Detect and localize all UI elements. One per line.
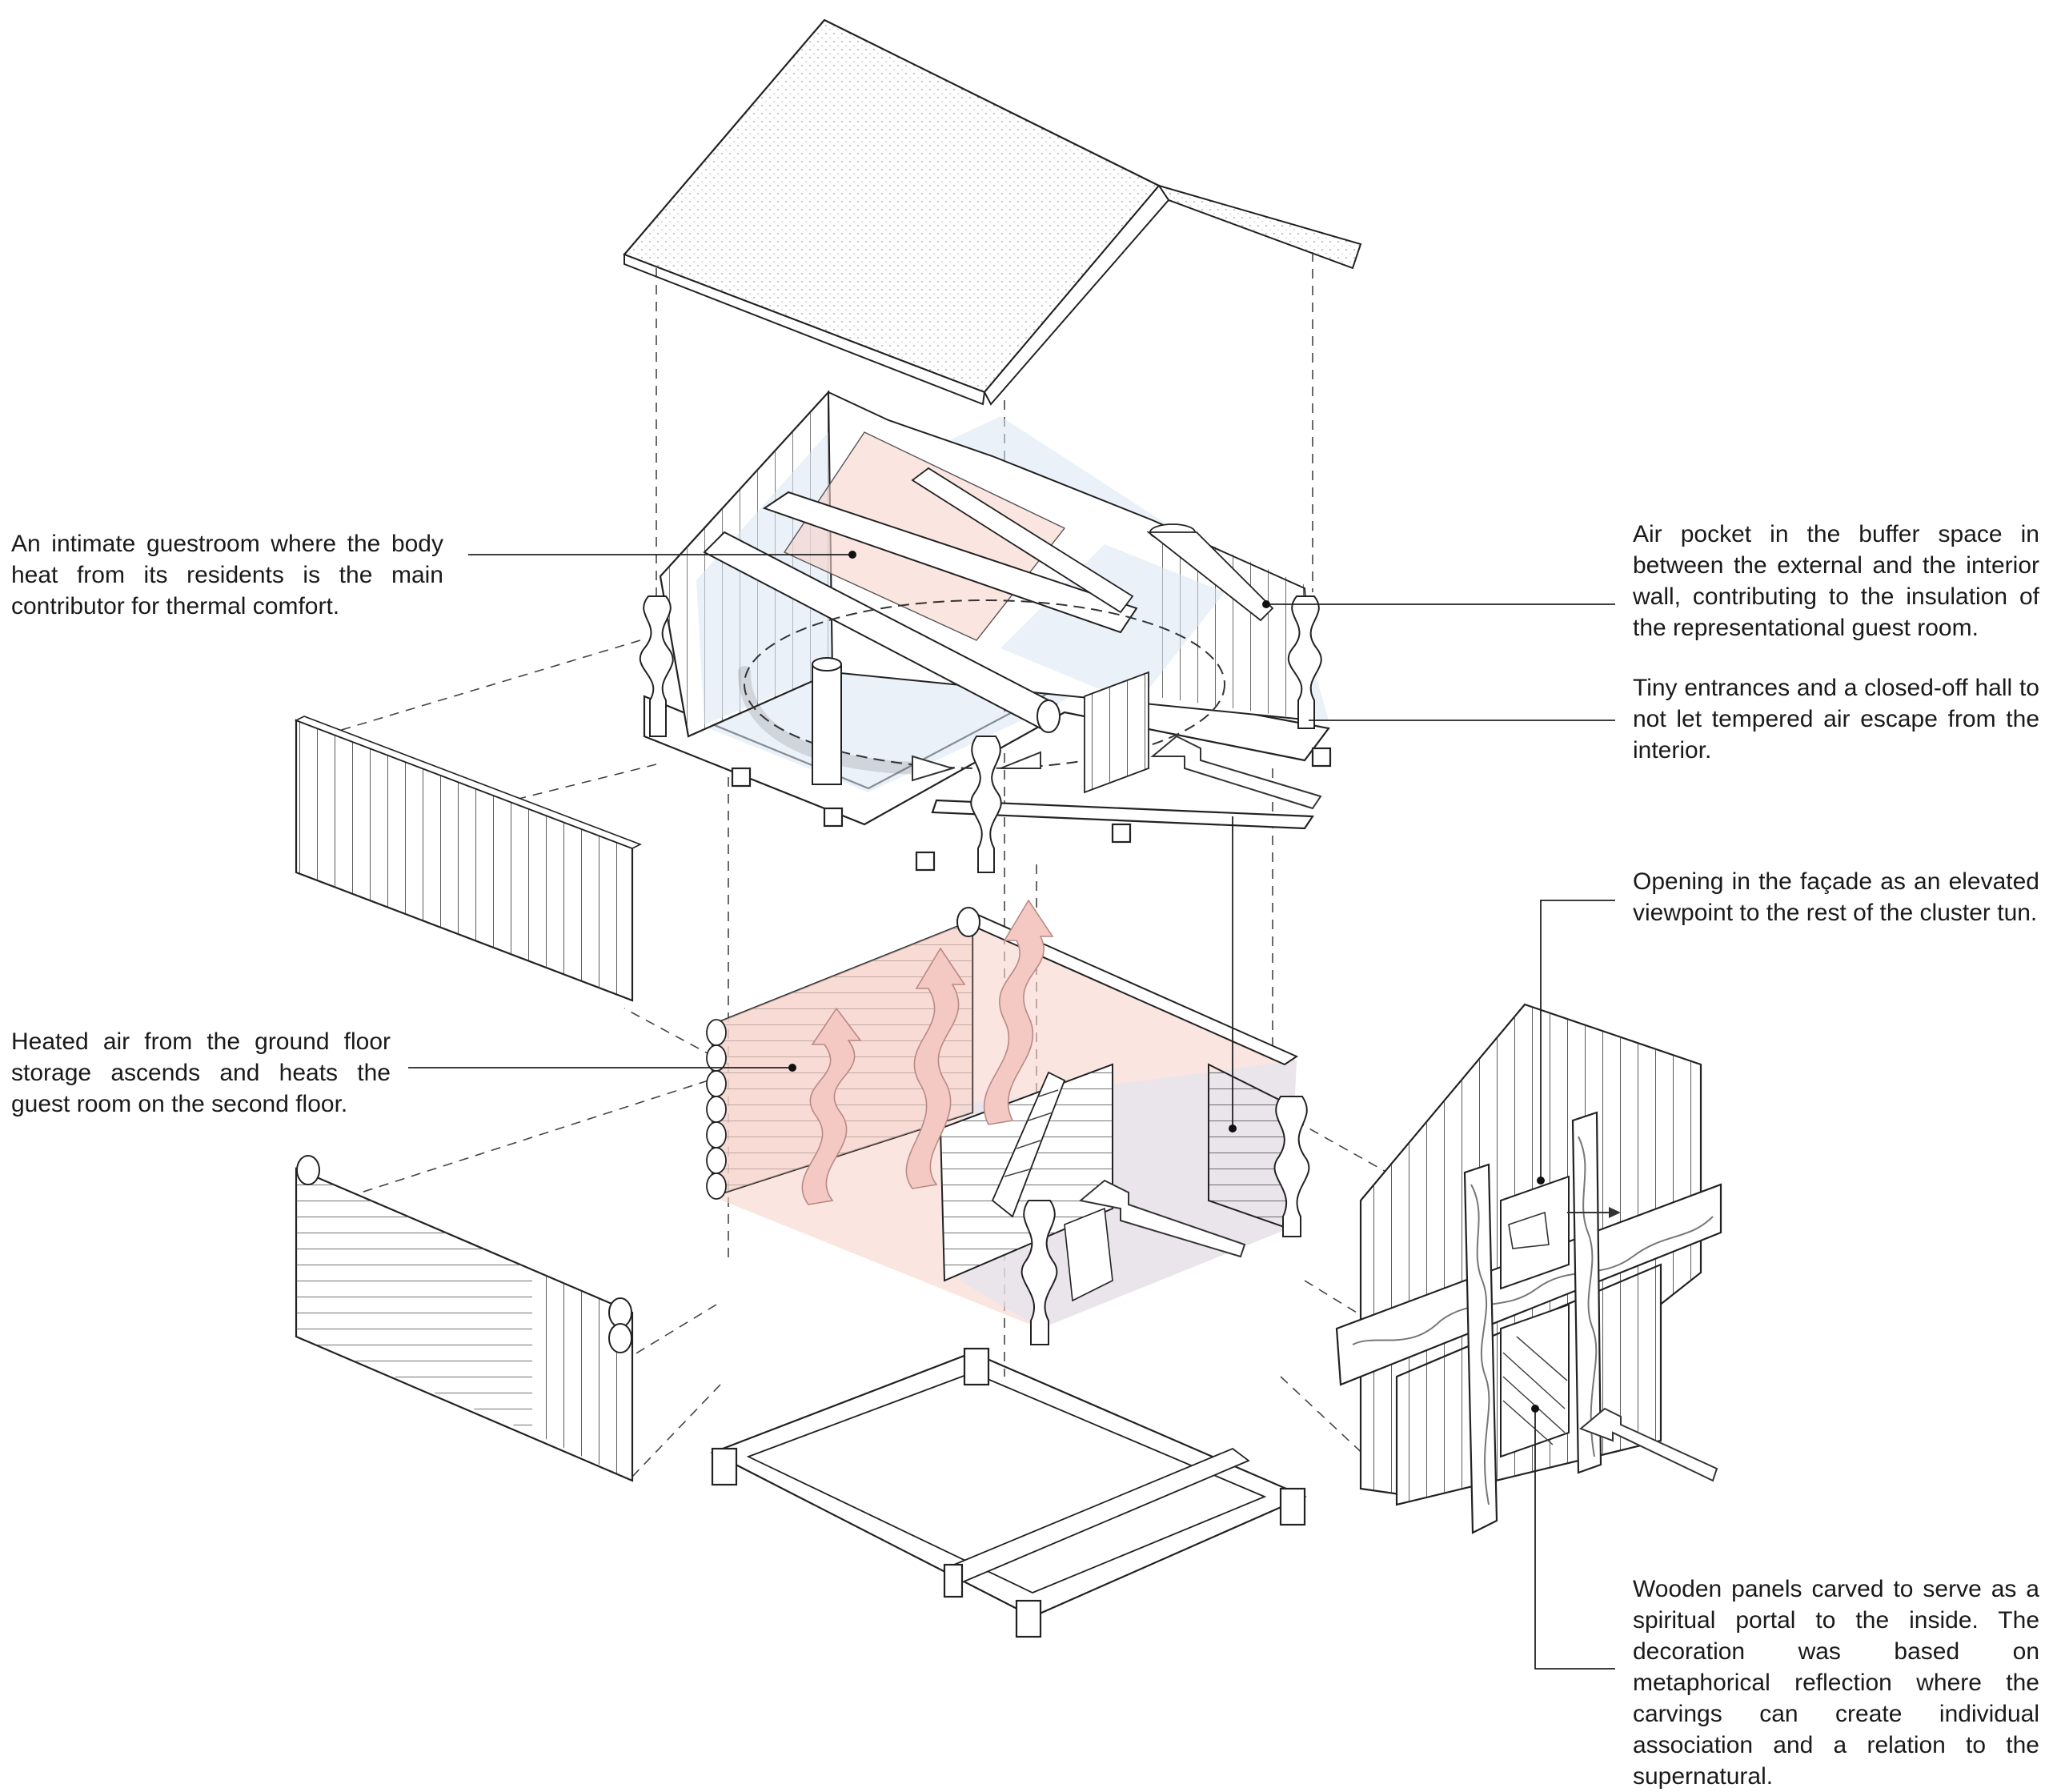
ground-floor-module [706,899,1310,1345]
annotation-entrances: Tiny entrances and a closed-off hall to … [1633,675,2039,764]
foundation-sill-frame [710,1347,1307,1638]
upper-floor-module [639,390,1332,873]
annotation-wooden-panels: Wooden panels carved to serve as a spiri… [1633,1576,2039,1790]
annotation-guestroom: An intimate guestroom where the body hea… [11,531,443,619]
annotation-opening: Opening in the façade as an elevated vie… [1633,868,2039,926]
roof [623,18,1362,406]
annotation-heated-air: Heated air from the ground floor storage… [11,1028,391,1117]
facade-detail [1335,1003,1722,1534]
leader-lines [408,551,1615,1670]
annotation-air-pocket: Air pocket in the buffer space in betwee… [1633,521,2039,641]
exploded-axonometric-diagram [295,18,1722,1670]
detached-ground-wall-panel [295,1155,634,1482]
log-ends-left [706,1019,727,1200]
detached-upper-wall-panel [295,716,642,1002]
